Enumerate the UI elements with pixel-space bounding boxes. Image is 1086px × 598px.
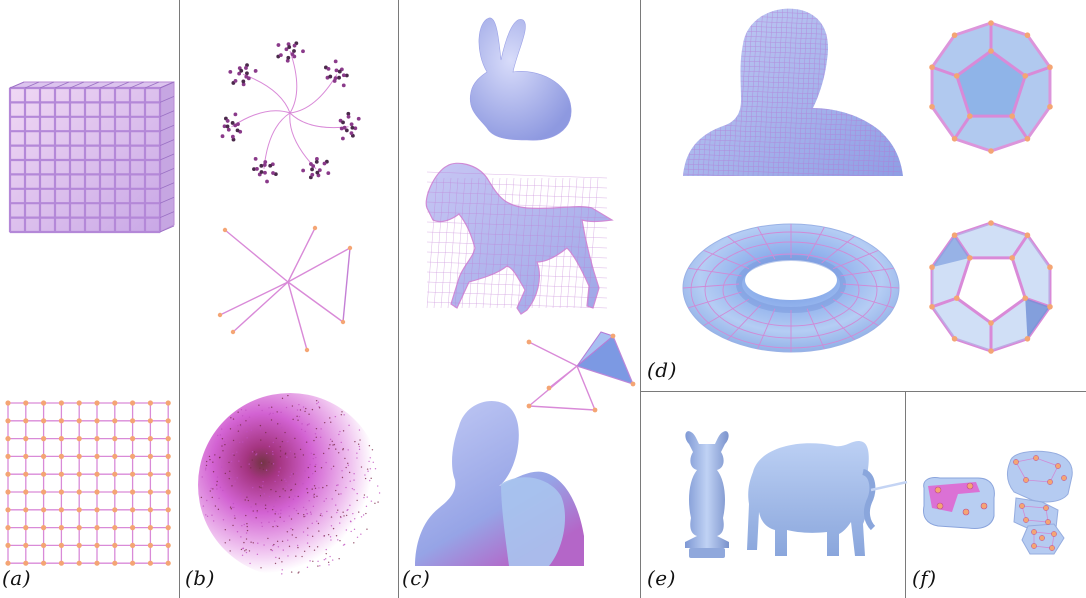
star-graph-icon <box>217 225 353 353</box>
panel-b: (b) <box>180 0 398 598</box>
cell-complex-large-icon <box>1006 450 1073 555</box>
panel-e: (e) <box>641 392 908 598</box>
divider-b-c <box>398 0 399 598</box>
divider-c-d <box>640 0 641 598</box>
panel-label-a: (a) <box>2 566 32 590</box>
bunny-mesh-icon <box>469 17 572 141</box>
bust-mesh-icon <box>415 400 584 566</box>
panel-label-f: (f) <box>912 566 937 590</box>
panel-a: (a) <box>0 0 179 598</box>
dense-network-icon <box>198 393 382 577</box>
grid-2d-icon <box>5 400 171 566</box>
divider-a-b <box>179 0 180 598</box>
simplex-fan-icon <box>526 331 636 413</box>
panel-f: (f) <box>906 392 1086 598</box>
head-quad-mesh-icon <box>683 8 903 177</box>
dodecahedron-open-icon <box>929 220 1053 354</box>
cell-complex-small-icon <box>923 477 995 529</box>
panel-d: (d) <box>641 0 1086 391</box>
torus-mesh-icon <box>682 223 900 353</box>
panel-label-d: (d) <box>647 358 677 382</box>
dodecahedron-icon <box>929 20 1053 154</box>
radial-tree-icon <box>220 41 361 184</box>
panel-label-c: (c) <box>402 566 431 590</box>
divider-d-e <box>640 391 1086 392</box>
elephant-icon <box>747 441 908 556</box>
panel-c: (c) <box>399 0 640 598</box>
horse-mesh-icon <box>425 162 614 315</box>
grid-cube-icon <box>8 81 175 234</box>
panel-label-b: (b) <box>185 566 215 590</box>
buddha-statue-icon <box>685 431 729 558</box>
divider-e-f <box>905 391 906 598</box>
panel-label-e: (e) <box>647 566 676 590</box>
